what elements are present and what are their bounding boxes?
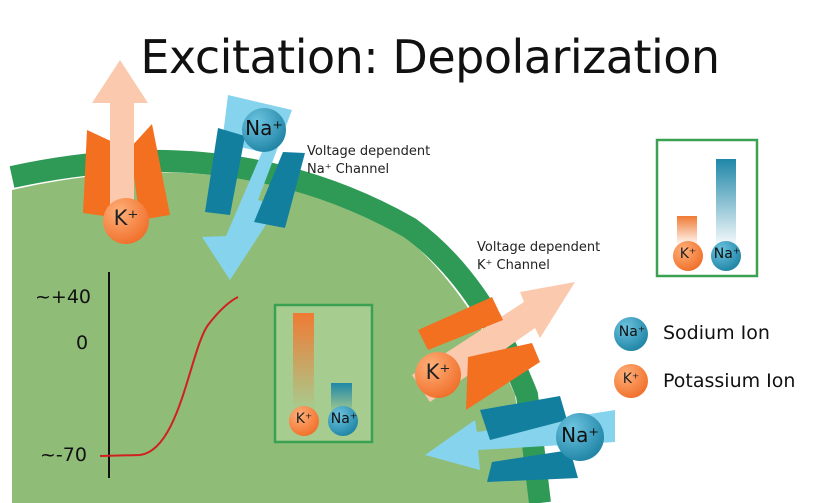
inside-na-dot — [328, 406, 358, 436]
k-channel-right — [130, 124, 170, 220]
na-ion-top-label: Na⁺ — [245, 116, 283, 140]
inside-k-bar — [293, 313, 314, 410]
na-channel-upper — [480, 396, 567, 440]
legend-na-icon — [614, 317, 648, 351]
na-channel-lower — [487, 450, 578, 482]
outside-na-bar — [716, 159, 736, 249]
inside-na-label: Na⁺ — [330, 411, 358, 427]
k-channel-label-line1: Voltage dependent — [477, 240, 601, 255]
cell-body — [12, 172, 530, 503]
k-channel-label-line2: K⁺ Channel — [477, 258, 550, 273]
k-channel-left — [83, 130, 118, 218]
outside-na-label: Na⁺ — [713, 246, 741, 262]
legend-k-icon — [614, 364, 648, 398]
na-ion-top — [242, 108, 286, 152]
k-channel-label: Voltage dependent K⁺ Channel — [477, 239, 600, 275]
k-ion-top — [103, 198, 149, 244]
na-channel-label-line1: Voltage dependent — [307, 144, 431, 159]
legend-k-symbol: K⁺ — [622, 371, 640, 387]
axis-label-top: ~+40 — [35, 286, 92, 308]
legend-na-symbol: Na⁺ — [618, 324, 646, 340]
inside-k-dot — [289, 406, 319, 436]
k-ion-right — [415, 352, 461, 398]
na-channel-label: Voltage dependent Na⁺ Channel — [307, 143, 430, 179]
k-ion-right-label: K⁺ — [425, 360, 451, 384]
outside-k-label: K⁺ — [679, 246, 697, 262]
legend-potassium-label: Potassium Ion — [663, 370, 796, 392]
na-channel-left — [205, 128, 245, 215]
inside-k-label: K⁺ — [295, 411, 313, 427]
k-channel-upper — [418, 297, 503, 350]
outside-k-bar — [677, 216, 697, 246]
na-channel-right — [254, 152, 305, 228]
k-efflux-arrow-top — [92, 60, 148, 230]
axis-label-mid: 0 — [76, 332, 89, 354]
outside-k-dot — [673, 241, 703, 271]
inside-na-bar — [331, 383, 352, 413]
legend-sodium-label: Sodium Ion — [663, 322, 770, 344]
na-channel-label-line2: Na⁺ Channel — [307, 162, 390, 177]
potential-trace — [99, 296, 239, 457]
k-ion-top-label: K⁺ — [113, 206, 139, 230]
outside-na-dot — [711, 241, 741, 271]
na-ion-bottom — [556, 413, 604, 461]
page-title: Excitation: Depolarization — [140, 30, 720, 84]
na-ion-bottom-label: Na⁺ — [561, 423, 599, 447]
k-channel-lower — [466, 343, 540, 410]
axis-label-bottom: ~-70 — [40, 444, 87, 466]
